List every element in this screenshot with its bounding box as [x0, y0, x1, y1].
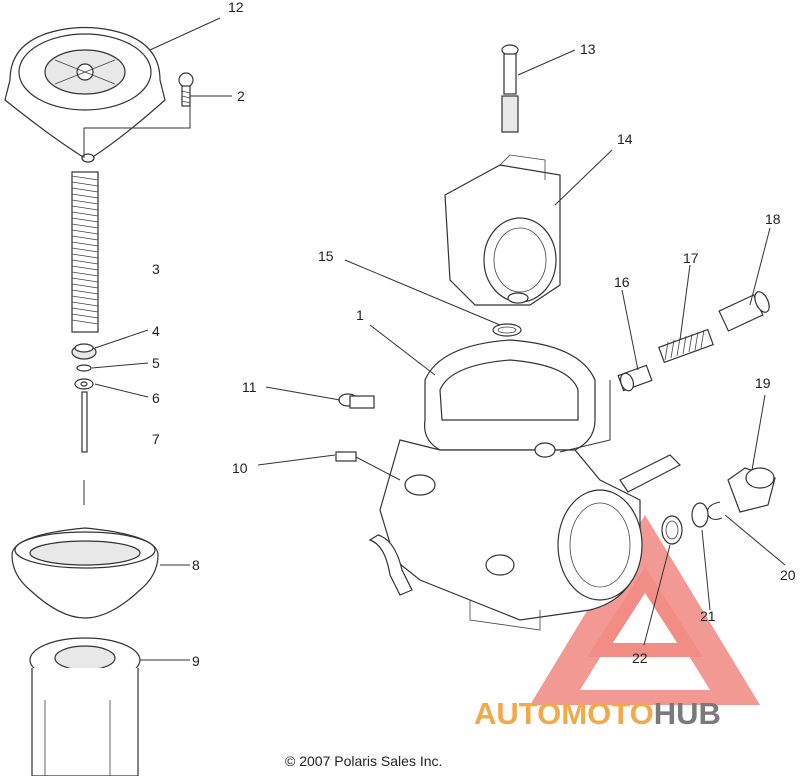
callout-13: 13 [580, 41, 596, 57]
callout-19: 19 [755, 375, 771, 391]
callout-labels: 12 2 3 4 5 6 7 8 9 13 14 15 1 11 10 16 1… [152, 0, 796, 669]
callout-16: 16 [614, 274, 630, 290]
part-o-ring [492, 323, 522, 337]
leader-lines [83, 17, 786, 661]
part-plunger [617, 364, 653, 392]
svg-text:AUTOMOTOHUB: AUTOMOTOHUB [474, 696, 721, 731]
callout-21: 21 [700, 608, 716, 624]
callout-11: 11 [242, 379, 257, 395]
callout-4: 4 [152, 323, 160, 339]
callout-20: 20 [780, 567, 796, 583]
part-carburetor-body [368, 339, 682, 631]
callout-22: 22 [632, 650, 648, 666]
callout-5: 5 [152, 355, 160, 371]
part-jet-needle [81, 391, 88, 505]
part-spring-seat [71, 343, 97, 360]
part-diaphragm [11, 527, 159, 619]
callout-15: 15 [318, 248, 334, 264]
callout-12: 12 [228, 0, 244, 15]
part-fitting [501, 44, 519, 133]
part-washer-21 [691, 502, 709, 528]
part-slide [29, 637, 141, 776]
callout-18: 18 [765, 211, 781, 227]
watermark-text-part2: HUB [654, 696, 721, 731]
part-washer [74, 378, 94, 390]
part-spring [71, 171, 99, 333]
copyright-text: © 2007 Polaris Sales Inc. [285, 753, 442, 769]
part-clip-20 [707, 501, 723, 520]
part-o-ring-22 [661, 515, 683, 545]
part-clip [76, 364, 92, 372]
watermark-logo [530, 515, 760, 705]
part-spring-17 [658, 328, 714, 364]
callout-8: 8 [192, 557, 200, 573]
callout-9: 9 [192, 653, 200, 669]
callout-10: 10 [232, 460, 248, 476]
watermark-text-part1: AUTOMOTO [474, 696, 654, 731]
callout-3: 3 [152, 261, 160, 277]
callout-1: 1 [356, 307, 364, 323]
part-cap-cover [4, 26, 166, 163]
part-throttle-bracket [444, 154, 561, 306]
part-screw [178, 72, 194, 107]
watermark-text: AUTOMOTOHUB [474, 696, 721, 731]
part-cap-18 [718, 291, 770, 332]
part-screw-11 [338, 393, 375, 409]
callout-2: 2 [237, 88, 245, 104]
part-stud [335, 451, 357, 462]
callout-14: 14 [617, 131, 633, 147]
callout-6: 6 [152, 390, 160, 406]
callout-17: 17 [683, 250, 699, 266]
part-boot [727, 467, 776, 513]
callout-7: 7 [152, 431, 160, 447]
